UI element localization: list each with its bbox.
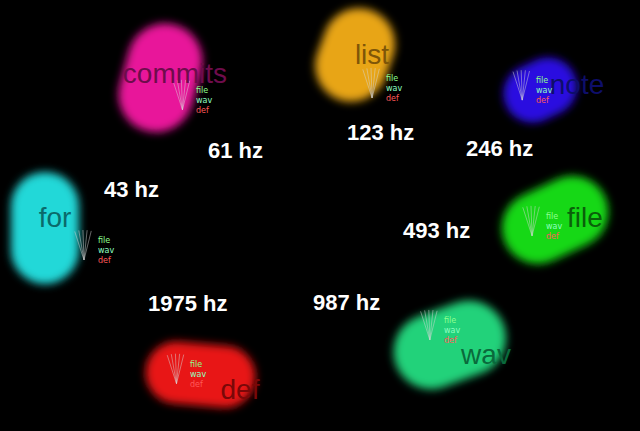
mini-chart bbox=[513, 70, 530, 100]
blob-node: deffilewavdef bbox=[135, 331, 266, 418]
node-word: wav bbox=[461, 339, 511, 371]
mini-label: wav bbox=[444, 326, 460, 335]
chart-line bbox=[430, 310, 433, 340]
blob-node: commitsfilewavdef bbox=[102, 7, 232, 149]
mini-label: file bbox=[190, 360, 202, 369]
mini-chart bbox=[75, 230, 92, 260]
blob-capsule bbox=[490, 164, 620, 276]
chart-line bbox=[176, 355, 183, 384]
node-word: list bbox=[355, 39, 389, 71]
chart-line bbox=[363, 69, 372, 98]
chart-line bbox=[171, 354, 176, 384]
frequency-label: 987 hz bbox=[313, 290, 380, 316]
mini-label: file bbox=[444, 316, 456, 325]
chart-line bbox=[367, 68, 372, 98]
node-word: commits bbox=[123, 58, 227, 90]
frequency-label: 493 hz bbox=[403, 218, 470, 244]
mini-chart bbox=[167, 354, 184, 384]
frequency-label: 43 hz bbox=[104, 177, 159, 203]
mini-label: file bbox=[546, 212, 558, 221]
blob-capsule bbox=[305, 0, 405, 112]
mini-label: def bbox=[190, 380, 203, 389]
chart-line bbox=[522, 71, 529, 100]
chart-line bbox=[176, 354, 179, 384]
mini-label: def bbox=[536, 96, 549, 105]
chart-line bbox=[522, 70, 525, 100]
blob-node: notefilewavdef bbox=[486, 40, 608, 140]
chart-line bbox=[527, 206, 532, 236]
chart-line bbox=[425, 310, 430, 340]
mini-label: wav bbox=[546, 222, 562, 231]
chart-line bbox=[167, 355, 176, 384]
mini-label: def bbox=[196, 106, 209, 115]
mini-label: wav bbox=[536, 86, 552, 95]
chart-line bbox=[430, 311, 437, 340]
chart-line bbox=[372, 68, 375, 98]
node-word: for bbox=[39, 202, 72, 234]
blob-node: list filewavdef bbox=[297, 0, 413, 120]
mini-chart bbox=[523, 206, 540, 236]
mini-label: def bbox=[444, 336, 457, 345]
blob-node: file filewavdef bbox=[482, 156, 628, 284]
node-word: file bbox=[567, 202, 603, 234]
blob-capsule bbox=[383, 290, 517, 400]
chart-line bbox=[532, 207, 539, 236]
blob-node: for filewavdef bbox=[3, 164, 118, 292]
mini-label: def bbox=[386, 94, 399, 103]
frequency-label: 61 hz bbox=[208, 138, 263, 164]
mini-label: wav bbox=[386, 84, 402, 93]
chart-line bbox=[75, 231, 84, 260]
chart-line bbox=[532, 206, 535, 236]
mini-label: wav bbox=[98, 246, 114, 255]
mini-label: wav bbox=[190, 370, 206, 379]
mini-label: file bbox=[536, 76, 548, 85]
blob-capsule bbox=[11, 172, 79, 284]
mini-label: def bbox=[98, 256, 111, 265]
mini-label: def bbox=[546, 232, 559, 241]
frequency-label: 1975 hz bbox=[148, 291, 228, 317]
chart-line bbox=[421, 311, 430, 340]
chart-line bbox=[79, 230, 84, 260]
node-word: def bbox=[221, 374, 260, 406]
frequency-label: 123 hz bbox=[347, 120, 414, 146]
node-word: note bbox=[550, 69, 605, 101]
mini-label: wav bbox=[196, 96, 212, 105]
chart-line bbox=[513, 71, 522, 100]
chart-line bbox=[84, 231, 91, 260]
mini-chart bbox=[363, 68, 380, 98]
mini-label: file bbox=[196, 86, 208, 95]
frequency-label: 246 hz bbox=[466, 136, 533, 162]
chart-line bbox=[523, 207, 532, 236]
chart-line bbox=[372, 69, 379, 98]
mini-chart bbox=[421, 310, 438, 340]
chart-line bbox=[84, 230, 87, 260]
chart-line bbox=[517, 70, 522, 100]
mini-label: file bbox=[386, 74, 398, 83]
mini-label: file bbox=[98, 236, 110, 245]
blob-node: wavfilewavdef bbox=[375, 282, 525, 408]
